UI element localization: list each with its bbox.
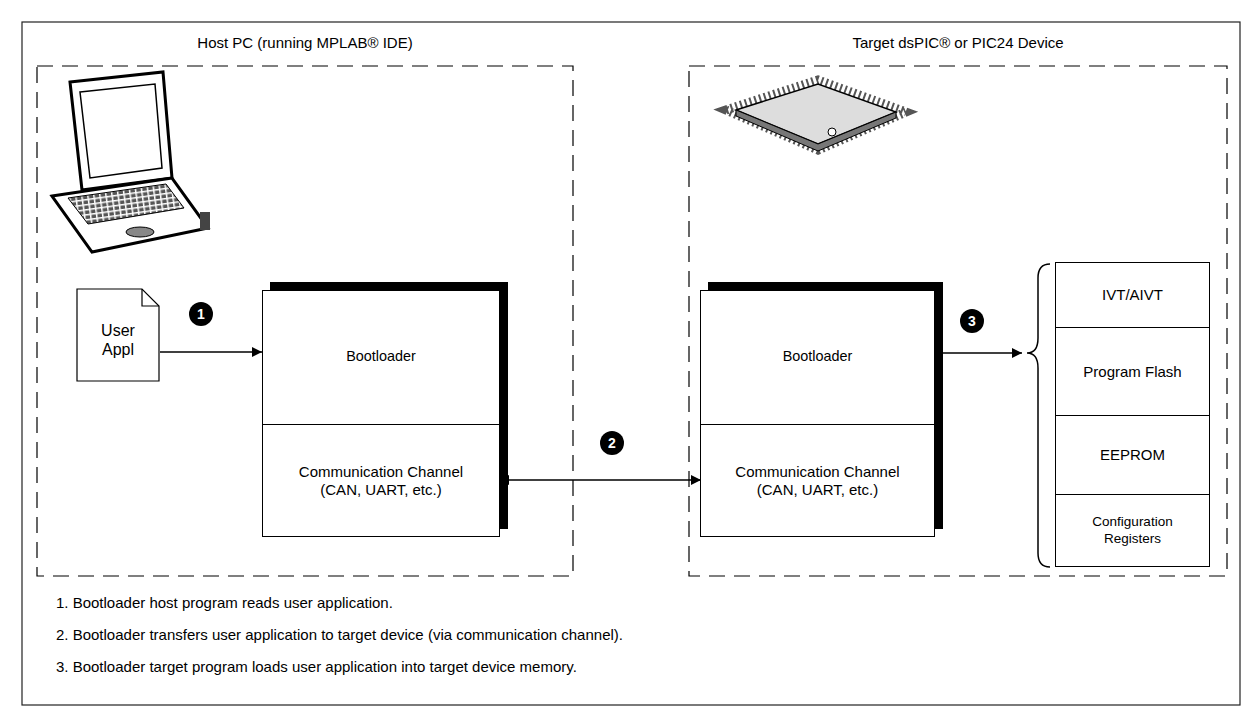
device-region: Target dsPIC® or PIC24 DeviceBootloaderC… bbox=[688, 65, 1228, 577]
laptop-trackball bbox=[126, 227, 154, 237]
note-text: 1. Bootloader host program reads user ap… bbox=[56, 594, 393, 611]
dashed-border bbox=[689, 66, 1227, 576]
callout-number: 2 bbox=[600, 431, 624, 455]
callout-number: 3 bbox=[960, 309, 984, 333]
note-text: 3. Bootloader target program loads user … bbox=[56, 658, 577, 675]
memory-brace bbox=[1027, 264, 1050, 567]
memory-label: IVT/AIVT bbox=[1096, 286, 1169, 304]
chip-dot bbox=[828, 128, 836, 136]
memory-box: Configuration Registers bbox=[1055, 494, 1210, 567]
laptop-screen bbox=[80, 84, 162, 178]
channel-box: Communication Channel (CAN, UART, etc.) bbox=[263, 424, 499, 536]
dashed-border bbox=[37, 66, 573, 576]
document-label: User Appl bbox=[92, 321, 144, 359]
laptop-keyboard bbox=[68, 184, 184, 224]
bootloader-box: BootloaderCommunication Channel (CAN, UA… bbox=[700, 290, 935, 537]
arrow-connector bbox=[160, 351, 262, 353]
channel-label: Communication Channel (CAN, UART, etc.) bbox=[291, 463, 471, 499]
channel-label: Communication Channel (CAN, UART, etc.) bbox=[728, 463, 908, 499]
chip-illustration bbox=[726, 80, 906, 151]
load-arrow bbox=[935, 352, 1022, 354]
callout-number: 1 bbox=[189, 302, 213, 326]
box-title: Bootloader bbox=[263, 291, 499, 423]
region-title: Host PC (running MPLAB® IDE) bbox=[36, 34, 574, 52]
memory-label: Program Flash bbox=[1077, 363, 1187, 381]
figure-frame bbox=[22, 22, 1240, 705]
chip-side bbox=[736, 110, 896, 151]
memory-label: EEPROM bbox=[1094, 446, 1171, 464]
region-title: Target dsPIC® or PIC24 Device bbox=[688, 34, 1228, 52]
laptop-hinge bbox=[200, 212, 210, 230]
bootloader-box: BootloaderCommunication Channel (CAN, UA… bbox=[262, 290, 500, 537]
channel-box: Communication Channel (CAN, UART, etc.) bbox=[701, 424, 934, 536]
double-arrow bbox=[499, 479, 701, 481]
chip-body bbox=[736, 84, 896, 144]
memory-box: IVT/AIVT bbox=[1055, 262, 1210, 328]
device-region: Host PC (running MPLAB® IDE)User ApplBoo… bbox=[36, 65, 574, 577]
laptop-base bbox=[52, 178, 208, 252]
memory-box: EEPROM bbox=[1055, 415, 1210, 495]
laptop-illustration bbox=[52, 72, 210, 252]
note-text: 2. Bootloader transfers user application… bbox=[56, 626, 623, 643]
chip-pins bbox=[726, 80, 906, 150]
document-icon: User Appl bbox=[76, 288, 160, 382]
box-title: Bootloader bbox=[701, 291, 934, 423]
laptop-lid bbox=[70, 72, 172, 190]
document-shape bbox=[77, 289, 159, 381]
memory-box: Program Flash bbox=[1055, 327, 1210, 416]
memory-label: Configuration Registers bbox=[1056, 514, 1209, 546]
document-fold bbox=[142, 289, 159, 306]
